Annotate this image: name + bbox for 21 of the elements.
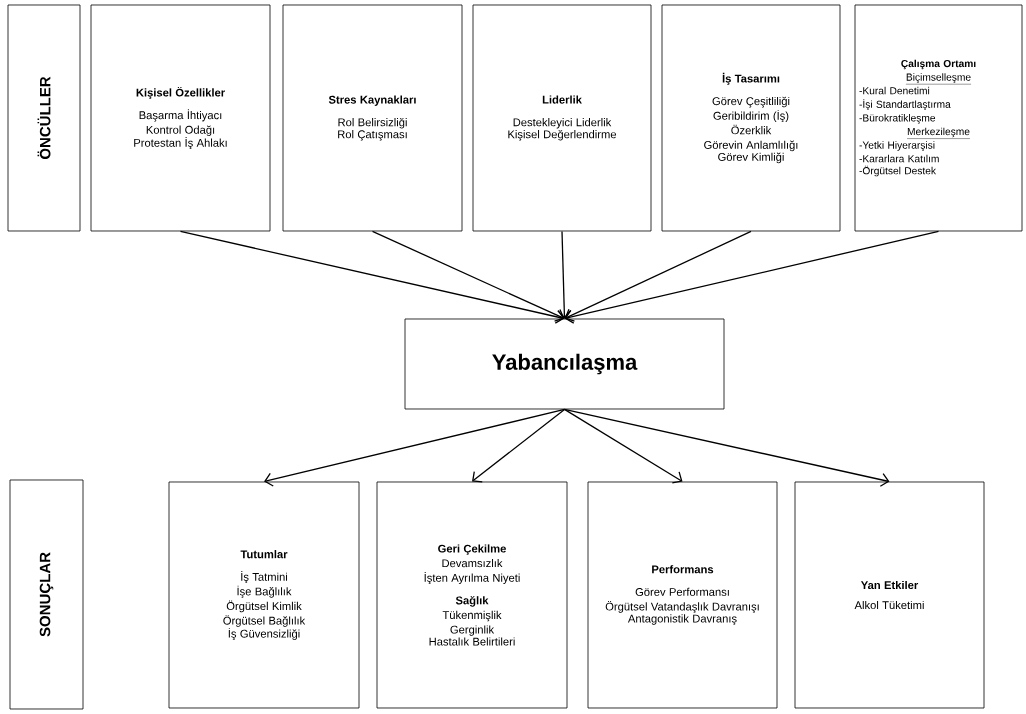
arrow — [557, 230, 572, 319]
section-label-box: SONUÇLAR — [9, 479, 84, 710]
arrow — [563, 408, 683, 484]
arrow — [563, 408, 890, 487]
category-box: Liderlik Destekleyici Liderlik Kişisel Değerlendirme — [472, 4, 652, 232]
category-box: Geri Çekilme Devamsızlık İşten Ayrılma Niyeti Sağlık Tükenmişlik Gerginlik Hastalık Belirtileri — [376, 481, 568, 709]
arrow — [264, 408, 566, 487]
arrow — [564, 230, 940, 324]
central-box: Yabancılaşma — [404, 318, 725, 410]
arrow — [179, 230, 565, 324]
category-box: Stres Kaynakları Rol Belirsizliği Rol Çatışması — [282, 4, 463, 232]
category-box: Çalışma Ortamı Biçimselleşme -Kural Denetimi -İşi Standartlaştırma -Bürokratikleşme Merkezileşme -Yetki Hiyerarşisi -Kararlara Katılım -Örgütsel Destek — [854, 4, 1023, 232]
category-box: Kişisel Özellikler Başarma İhtiyacı Kontrol Odağı Protestan İş Ahlakı — [90, 4, 271, 232]
arrow — [472, 408, 566, 483]
category-box: Performans Görev Performansı Örgütsel Vatandaşlık Davranışı Antagonistik Davranış — [587, 481, 778, 709]
arrow — [371, 230, 565, 322]
category-box: İş Tasarımı Görev Çeşitliliği Geribildirim (İş) Özerklik Görevin Anlamlılığı Görev Kimliği — [661, 4, 841, 232]
arrow — [564, 230, 752, 322]
category-box: Yan Etkiler Alkol Tüketimi — [794, 481, 985, 709]
section-label-box: ÖNCÜLLER — [7, 4, 81, 232]
category-box: Tutumlar İş Tatmini İşe Bağlılık Örgütsel Kimlik Örgütsel Bağlılık İş Güvensizliği — [168, 481, 360, 709]
